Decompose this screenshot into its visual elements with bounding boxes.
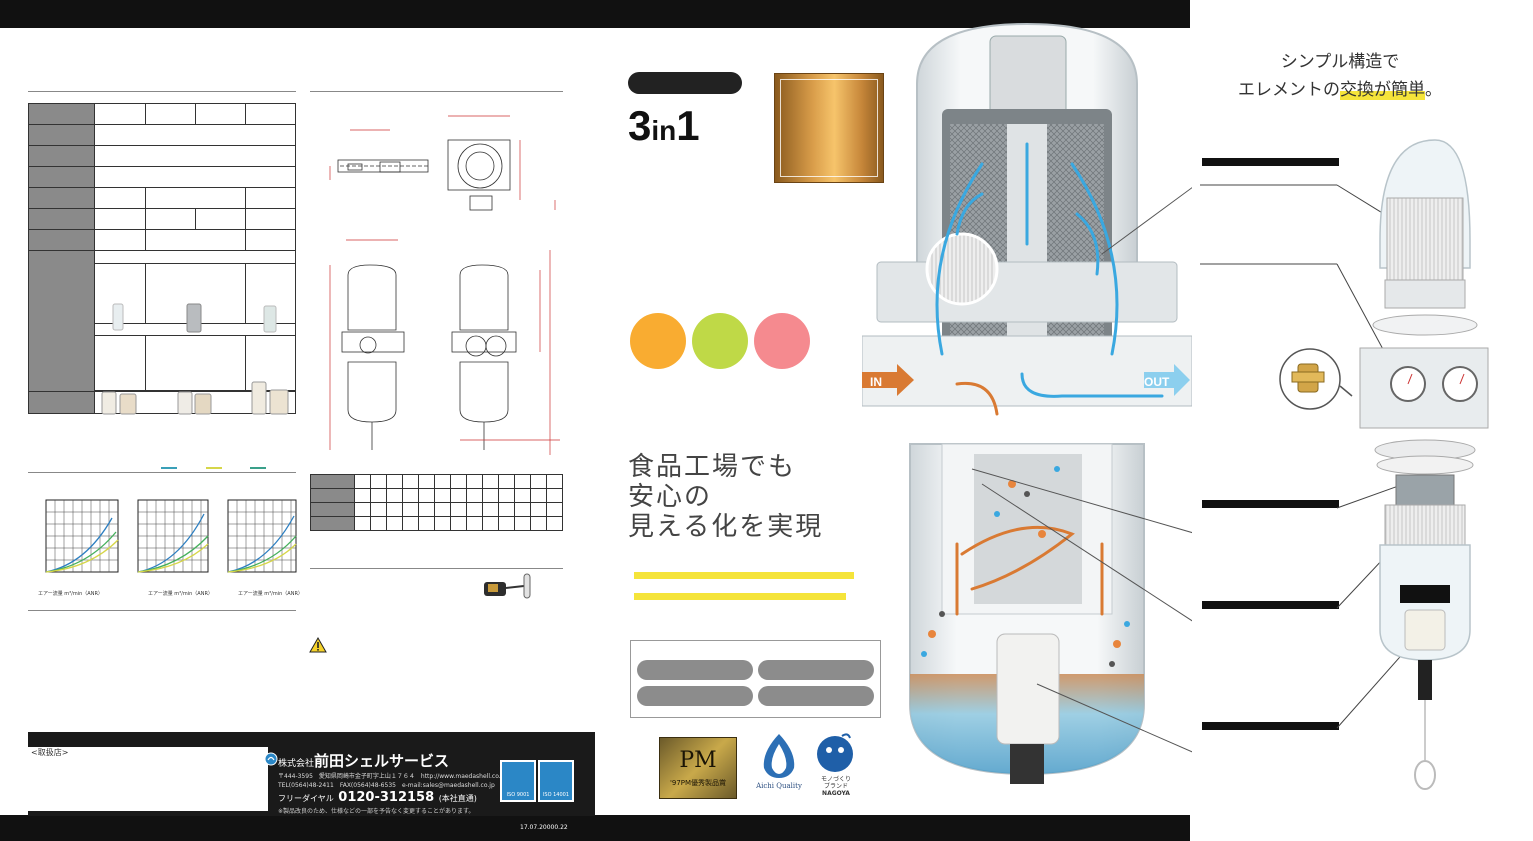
footer-notice: ※製品改良のため、仕様などの一部を予告なく変更することがあります。 [278,808,475,815]
spec-table [28,103,296,414]
company-address: 〒444-3595 愛知県岡崎市金子町字上山１７６４ http://www.ma… [278,772,506,790]
chart-1 [45,499,119,573]
aichi-quality-logo [763,734,795,778]
exploded-view-illustration [1200,139,1489,790]
catch-line-1: 食品工場でも [628,452,797,482]
tagline-pre: エレメントの [1238,80,1340,100]
headline-3in1: 3in1 [628,102,742,150]
legend-line-2 [206,467,222,469]
dealer-box [28,747,268,811]
address-line-2: TEL(0564)48-2411 FAX(0564)48-6535 e-mail… [278,782,495,789]
feature-button-2 [758,660,874,680]
monozukuri-line-1: モノづくり [820,776,851,783]
legend-line-3 [250,467,266,469]
tagline-post: 。 [1425,80,1442,100]
iso-9001-label: ISO 9001 [506,792,530,798]
top-bar [0,0,1190,28]
chart-bottom-rule [28,610,296,611]
drawing-rule [310,91,563,92]
out-label: OUT [1144,375,1170,389]
feature-button-3 [637,686,753,706]
catch-copy: 食品工場でも 安心の 見える化を実現 [628,452,823,542]
bottom-bar [0,815,1190,841]
monozukuri-line-2: ブランド [823,783,848,790]
section-rule [28,91,296,92]
gold-emblem [774,73,884,183]
fitting-magnifier [1279,348,1353,410]
iso-14001-label: ISO 14001 [542,792,570,798]
feature-dot-green [692,313,748,369]
company-name-text: 前田シェルサービス [314,752,450,770]
document-number: 17.07.20000.22 [520,824,568,831]
chart-2 [137,499,209,573]
feature-dot-pink [754,313,810,369]
dimension-table [310,474,563,531]
accessory-drain-image [484,573,531,599]
callout-bar-2 [1202,500,1339,508]
pm-award-subtext: '97PM優秀製品賞 [669,779,727,787]
company-logo-icon [264,752,278,766]
iso-14001-badge: ISO 14001 [538,760,574,802]
headline-pill [628,72,742,94]
monozukuri-nagoya-logo [817,733,853,772]
in-label: IN [870,375,882,389]
iso-9001-badge: ISO 9001 [500,760,536,802]
accessory-rule [310,568,563,569]
chart3-xlabel: エアー流量 m³/min（ANR） [238,591,303,597]
catch-line-3: 見える化を実現 [628,512,824,542]
yellow-bar-2 [634,593,846,600]
chart2-xlabel: エアー流量 m³/min（ANR） [148,591,213,597]
tagline-highlight: 交換が簡単 [1340,80,1425,100]
chart-3 [227,499,297,573]
dealer-label: <取扱店> [31,748,69,757]
freedial-number: 0120-312158 [338,790,435,805]
feature-box [630,640,881,718]
pressure-loss-charts [45,499,297,573]
company-name: 株式会社前田シェルサービス [278,750,449,771]
headline-in: in [651,115,677,146]
freedial-label: フリーダイヤル [278,794,334,803]
monozukuri-text: モノづくり ブランド NAGOYA [810,776,862,797]
headline-3: 3 [628,102,652,149]
tagline-line-1: シンプル構造で [1280,52,1400,72]
element-thumbnails [101,303,289,415]
dimension-drawings [329,115,560,455]
headline-1: 1 [676,102,700,149]
monozukuri-line-3: NAGOYA [822,790,850,797]
callout-bar-3 [1202,601,1339,609]
catch-line-2: 安心の [628,482,713,512]
freedial: フリーダイヤル 0120-312158 (本社直通) [278,790,477,805]
company-prefix: 株式会社 [278,759,315,769]
feature-dot-orange [630,313,686,369]
feature-button-1 [637,660,753,680]
filter-cutaway-illustration [862,22,1192,804]
pm-award-text: PM [679,748,717,773]
freedial-note: (本社直通) [438,794,477,803]
headline: 3in1 [628,72,742,150]
tagline: シンプル構造で エレメントの交換が簡単。 [1220,48,1460,104]
chart-rule [28,472,296,473]
feature-button-4 [758,686,874,706]
tagline-line-2: エレメントの交換が簡単。 [1220,76,1460,104]
address-line-1: 〒444-3595 愛知県岡崎市金子町字上山１７６４ http://www.ma… [278,773,507,780]
callout-bar-4 [1202,722,1339,730]
yellow-bar-1 [634,572,854,579]
pm-award-badge: PM '97PM優秀製品賞 [659,737,737,799]
warning-icon [309,637,327,653]
callout-bar-1 [1202,158,1339,166]
aichi-quality-text: Aichi Quality [756,782,802,790]
legend-line-1 [161,467,177,469]
chart1-xlabel: エアー流量 m³/min（ANR） [38,591,103,597]
